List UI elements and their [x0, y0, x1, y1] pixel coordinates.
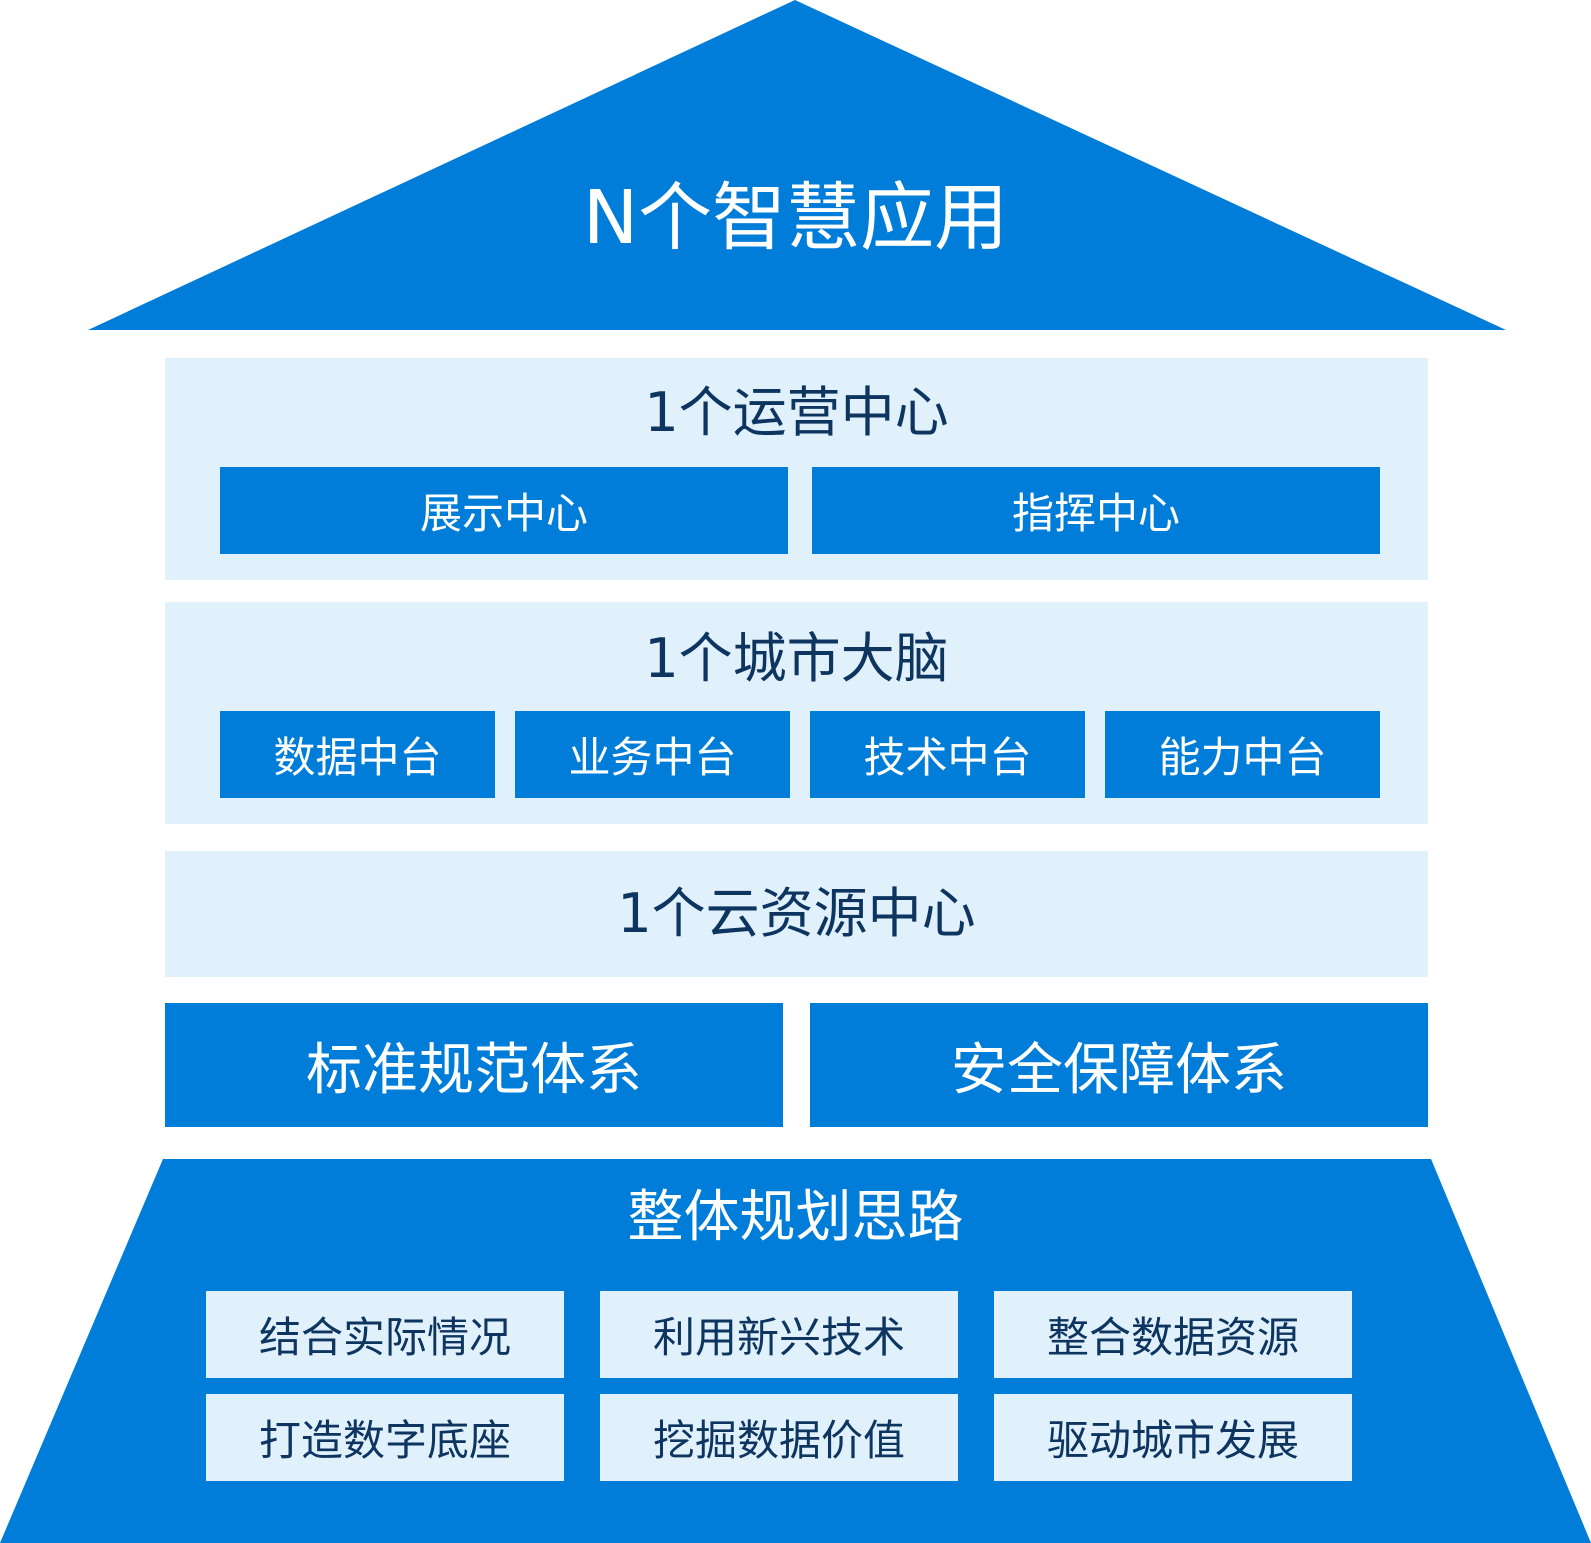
operations-title: 1个运营中心	[644, 381, 949, 444]
foundation-item: 挖掘数据价值	[600, 1394, 958, 1481]
brain-item-business: 业务中台	[515, 711, 790, 798]
brain-item-data: 数据中台	[220, 711, 495, 798]
pillar-standards: 标准规范体系	[165, 1003, 783, 1127]
operations-item-display: 展示中心	[220, 467, 788, 554]
foundation-item: 结合实际情况	[206, 1291, 564, 1378]
operations-item-command: 指挥中心	[812, 467, 1380, 554]
foundation-title: 整体规划思路	[627, 1185, 964, 1250]
brain-item-technology: 技术中台	[810, 711, 1085, 798]
pillar-security: 安全保障体系	[810, 1003, 1428, 1127]
foundation-item: 驱动城市发展	[994, 1394, 1352, 1481]
roof-title: N个智慧应用	[582, 175, 1009, 261]
foundation-item: 打造数字底座	[206, 1394, 564, 1481]
cloud-layer: 1个云资源中心	[165, 851, 1428, 977]
brain-item-capability: 能力中台	[1105, 711, 1380, 798]
brain-title: 1个城市大脑	[644, 627, 949, 690]
foundation-item: 利用新兴技术	[600, 1291, 958, 1378]
foundation-item: 整合数据资源	[994, 1291, 1352, 1378]
cloud-title: 1个云资源中心	[617, 882, 976, 945]
